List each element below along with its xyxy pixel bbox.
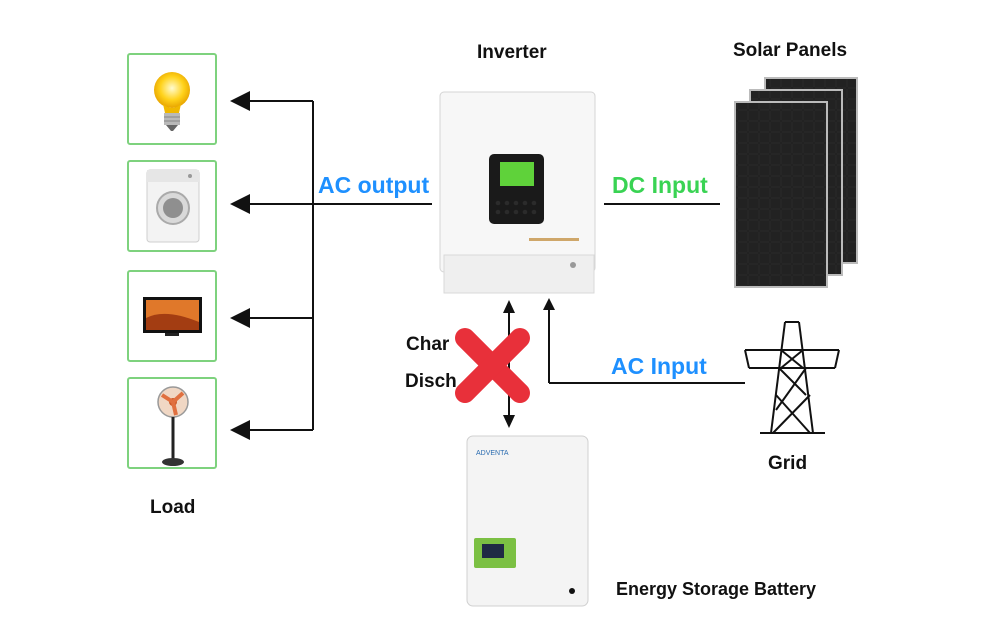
charge-discharge-line [503,300,515,428]
grid-title: Grid [768,453,808,474]
dc-input-label: DC Input [612,172,708,198]
washing-machine-icon [146,169,200,243]
grid-tower-icon [744,321,840,434]
svg-text:ADVENTA: ADVENTA [476,450,509,457]
ac-input-line [543,298,745,384]
charge-label: Char [406,334,450,355]
red-cross-icon [455,328,530,403]
load-item-light-bulb [127,53,217,145]
solar-panel-icon [734,77,858,288]
ac-input-label: AC Input [611,353,707,379]
tv-icon [143,297,202,336]
solar-panels-title: Solar Panels [733,40,848,61]
fan-icon [157,386,189,466]
inverter-icon [439,91,596,294]
discharge-label: Disch [405,371,457,392]
inverter-title: Inverter [477,42,547,63]
battery-icon: ADVENTA [466,435,589,607]
battery-title: Energy Storage Battery [616,579,817,599]
light-bulb-icon [154,72,190,131]
ac-output-label: AC output [318,172,430,198]
load-title: Load [150,497,196,518]
load-bus [230,91,432,440]
